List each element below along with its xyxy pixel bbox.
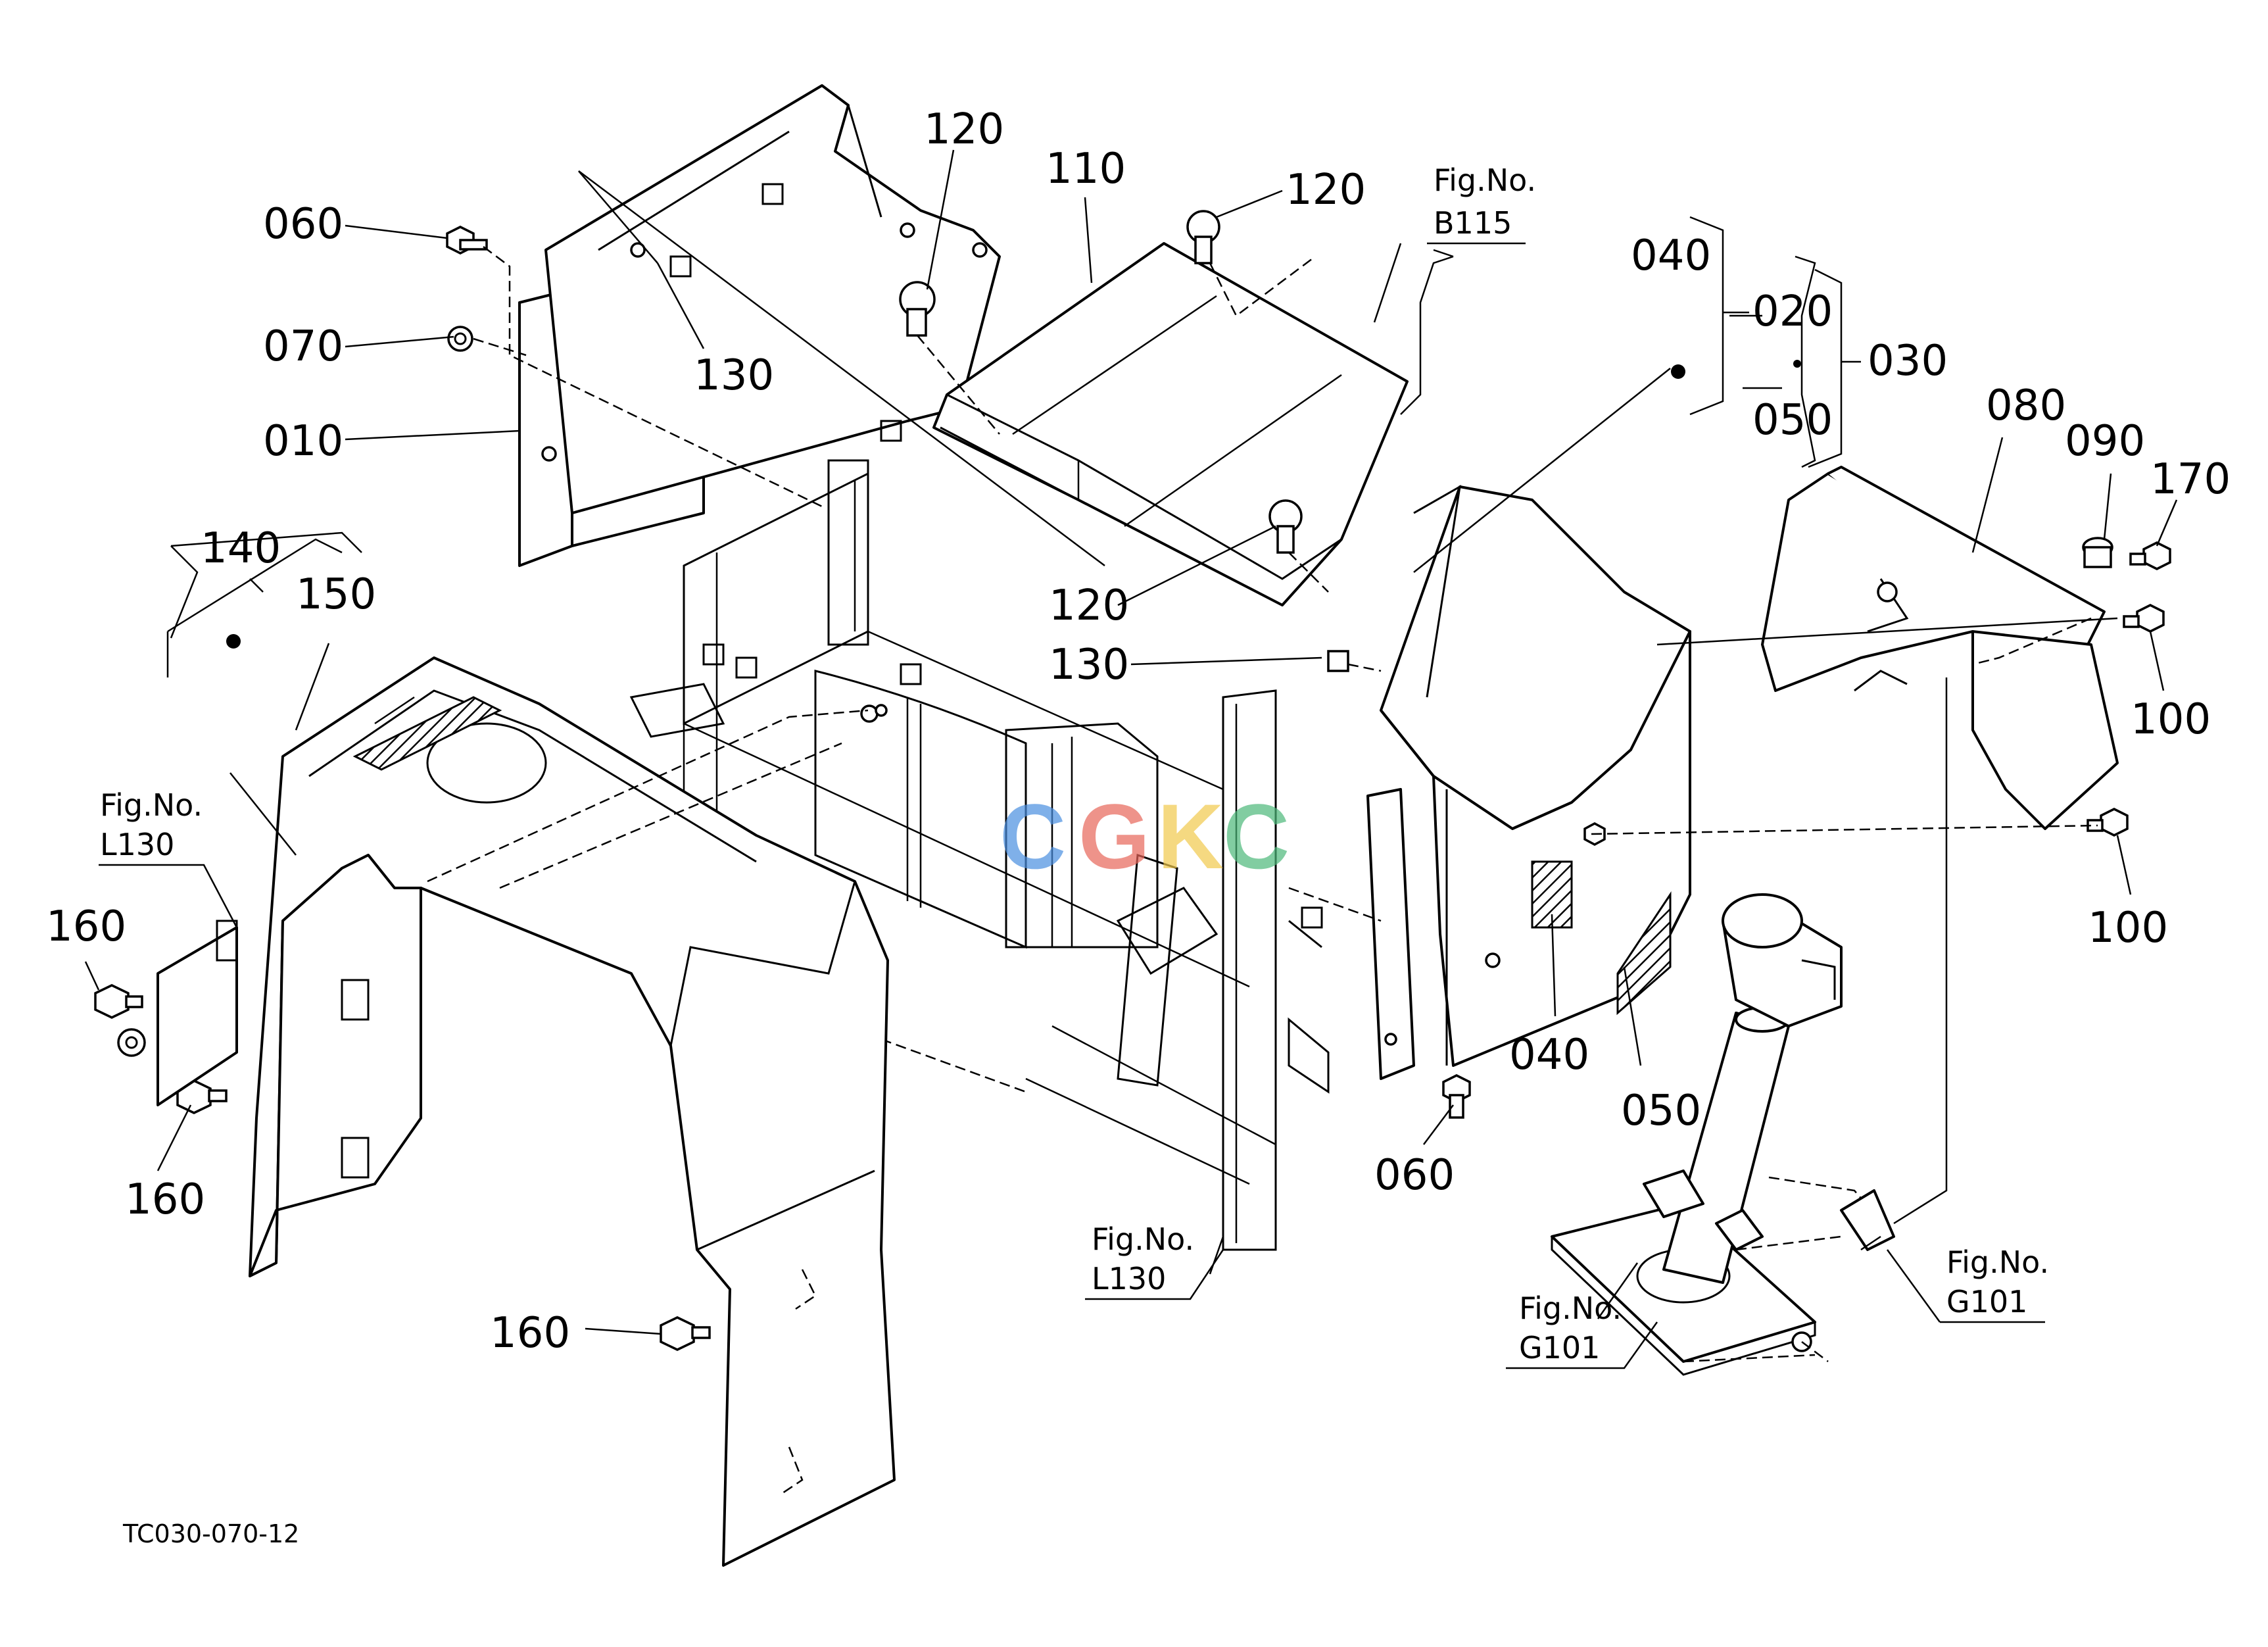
figref-l130-left-line1: Fig.No. — [100, 787, 203, 823]
figref-l130-left-line2: L130 — [100, 827, 174, 862]
figref-b115-line1: Fig.No. — [1434, 162, 1536, 198]
label-040-low: 040 — [1509, 1031, 1589, 1079]
label-140: 140 — [201, 524, 281, 573]
figref-l130-mid-line2: L130 — [1092, 1261, 1166, 1296]
watermark-letter-k: K — [1157, 785, 1224, 888]
label-030: 030 — [1868, 337, 1948, 385]
group-brackets — [166, 216, 1861, 677]
label-050-low: 050 — [1621, 1087, 1701, 1135]
leader-lines — [84, 149, 2178, 1335]
watermark-logo: C G K C — [1000, 785, 1290, 888]
label-170: 170 — [2150, 455, 2231, 504]
drawing-code: TC030-070-12 — [122, 1519, 299, 1548]
decal-labels — [1616, 891, 1672, 1016]
steering-post-stand — [1551, 893, 1895, 1376]
figref-g101-right-line1: Fig.No. — [1946, 1244, 2049, 1280]
part-080-rear-panel — [1761, 466, 2119, 830]
bullet-dot-mid — [1793, 360, 1801, 368]
label-160-c: 160 — [490, 1309, 570, 1358]
label-100-b: 100 — [2088, 904, 2168, 952]
part-110-top-cover — [932, 242, 1409, 606]
label-040-top: 040 — [1631, 232, 1711, 280]
assembly-lines — [427, 246, 2118, 1362]
dash-frame-assembly — [629, 459, 1330, 1251]
part-020-030-cowl-panel — [1366, 485, 1691, 1080]
watermark-letter-c1: C — [1000, 785, 1066, 888]
label-110: 110 — [1046, 145, 1126, 193]
watermark-letter-g: G — [1078, 785, 1150, 888]
label-010: 010 — [263, 417, 343, 466]
label-080: 080 — [1986, 381, 2066, 430]
label-060-top: 060 — [263, 200, 343, 249]
label-130-a: 130 — [694, 351, 774, 400]
label-020: 020 — [1752, 287, 1833, 336]
label-150: 150 — [296, 570, 376, 619]
label-050-top: 050 — [1752, 396, 1833, 445]
bullet-dot-020 — [1671, 364, 1685, 379]
bullet-dot-140 — [226, 634, 241, 649]
label-060-low: 060 — [1374, 1151, 1455, 1200]
figref-g101-right-line2: G101 — [1946, 1284, 2027, 1319]
figref-g101-left-line1: Fig.No. — [1519, 1291, 1622, 1326]
part-labels: 060 070 010 120 110 120 130 120 130 040 … — [46, 105, 2231, 1358]
label-160-a: 160 — [46, 902, 126, 951]
label-090: 090 — [2065, 417, 2145, 466]
watermark-letter-c2: C — [1223, 785, 1290, 888]
part-010-bracket-panel — [518, 84, 1001, 567]
label-160-b: 160 — [125, 1175, 205, 1224]
fastener-bolts — [94, 210, 2171, 1351]
label-120-b: 120 — [1286, 166, 1366, 214]
label-130-b: 130 — [1049, 641, 1129, 689]
figure-references: Fig.No. B115 Fig.No. L130 Fig.No. L130 F… — [100, 162, 2049, 1365]
figref-g101-left-line2: G101 — [1519, 1330, 1600, 1365]
figref-b115-line2: B115 — [1434, 205, 1512, 241]
label-070: 070 — [263, 322, 343, 371]
label-120-c: 120 — [1049, 581, 1129, 630]
figure-ref-underlines — [99, 242, 2045, 1369]
label-120-a: 120 — [924, 105, 1004, 154]
figref-l130-mid-line1: Fig.No. — [1092, 1221, 1194, 1257]
part-140-front-shroud — [249, 656, 896, 1567]
label-100-a: 100 — [2131, 695, 2211, 744]
